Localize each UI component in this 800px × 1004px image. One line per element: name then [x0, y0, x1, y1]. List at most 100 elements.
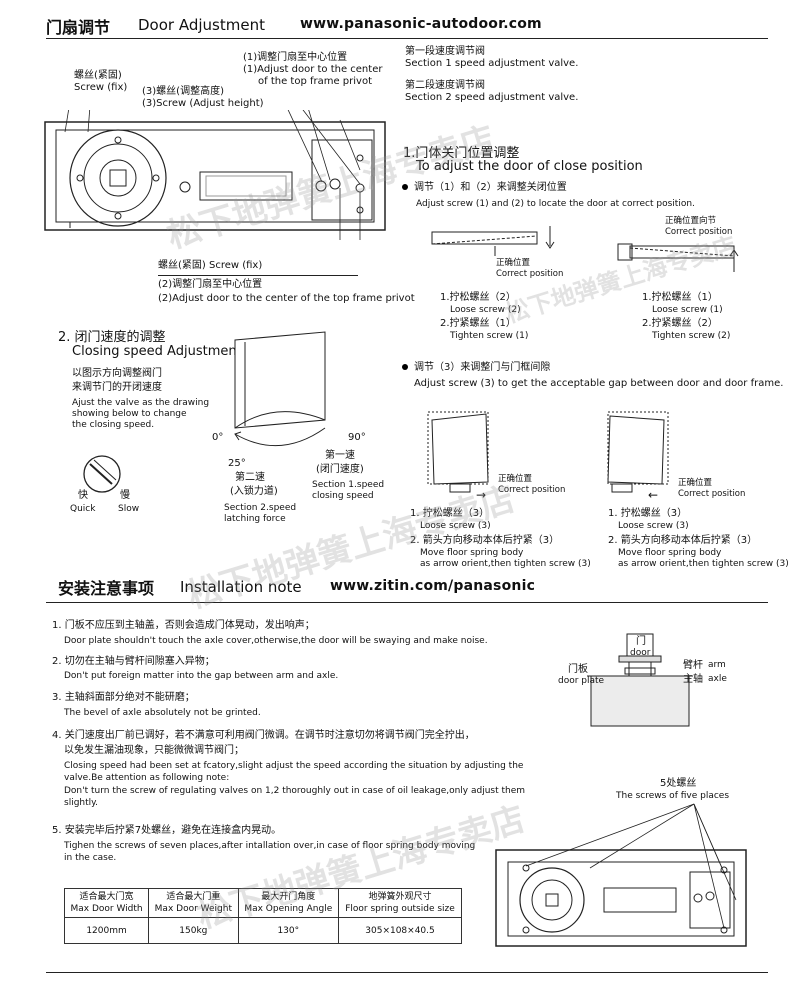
- gap-left-step2-en2: as arrow orient,then tighten screw (3): [420, 559, 591, 569]
- title-cn: 门扇调节: [46, 18, 111, 37]
- screws-five-cn: 5处螺丝: [660, 778, 697, 789]
- gap-right-diagram: [607, 411, 669, 493]
- angle-0-label: 0°: [212, 432, 224, 443]
- left-step1-cn: 1.拧松螺丝（2）: [440, 292, 516, 303]
- valve-dial-icon: [83, 455, 121, 493]
- axle-door-en: door: [630, 648, 651, 658]
- gap-correct-right-en: Correct position: [678, 489, 746, 499]
- gap-bullet-cn: 调节（3）来调整门与门框间隙: [402, 362, 550, 374]
- spec-max-angle: 130°: [237, 917, 340, 944]
- section1-speed-cn1: 第一速: [325, 450, 355, 461]
- specs-header-angle-en: Max Opening Angle: [244, 904, 333, 914]
- right-step2-en: Tighten screw (2): [652, 331, 731, 341]
- specs-header-weight-cn: 适合最大门重: [166, 892, 221, 902]
- note2-en: Don't put foreign matter into the gap be…: [64, 671, 339, 681]
- note1-en: Door plate shouldn't touch the axle cove…: [64, 636, 488, 646]
- specs-header-width-cn: 适合最大门宽: [79, 892, 134, 902]
- left-step2-cn: 2.拧紧螺丝（1）: [440, 318, 516, 329]
- arrow-left-icon: ←: [648, 488, 659, 502]
- adjust1-label-cn: (1)调整门扇至中心位置: [243, 52, 348, 63]
- section2-speed-en2: latching force: [224, 514, 286, 524]
- correct-position-left-en: Correct position: [496, 269, 564, 279]
- left-step2-en: Tighten screw (1): [450, 331, 529, 341]
- axle-axle-cn: 主轴: [683, 674, 703, 685]
- arrow-right-icon: →: [476, 488, 487, 502]
- correct-direction-cn: 正确位置向节: [665, 216, 717, 226]
- gap-left-diagram: [427, 411, 489, 493]
- screws-five-en: The screws of five places: [616, 791, 730, 801]
- left-step1-en: Loose screw (2): [450, 305, 521, 315]
- spec-max-width: 1200mm: [63, 917, 150, 944]
- note5-en2: in the case.: [64, 853, 117, 863]
- gap-right-step2-en2: as arrow orient,then tighten screw (3): [618, 559, 789, 569]
- install-rule: [46, 602, 768, 603]
- correct-position-left-cn: 正确位置: [496, 258, 531, 268]
- axle-cross-section-diagram: [587, 633, 693, 727]
- specs-header-angle: 最大开门角度 Max Opening Angle: [237, 888, 340, 918]
- specs-header-weight: 适合最大门重 Max Door Weight: [148, 888, 239, 918]
- axle-plate-cn: 门板: [568, 664, 588, 675]
- header: 门扇调节 Door Adjustment www.panasonic-autod…: [10, 10, 790, 37]
- screw3-label-cn: (3)螺丝(调整高度): [142, 86, 224, 97]
- screw-fix-bottom-label: 螺丝(紧固) Screw (fix): [158, 260, 263, 271]
- close-position-bullet-cn: 调节（1）和（2）来调整关闭位置: [402, 182, 567, 194]
- angle-90-label: 90°: [348, 432, 366, 443]
- section2-valve-label-cn: 第二段速度调节阀: [405, 80, 485, 91]
- note1-cn: 1. 门板不应压到主轴盖，否则会造成门体晃动，发出响声；: [52, 620, 315, 631]
- leader-line: [158, 275, 358, 276]
- gap-left-step1-cn: 1. 拧松螺丝（3）: [410, 508, 490, 519]
- specs-value-row: 1200mm 150kg 130° 305×108×40.5: [63, 917, 462, 944]
- section1-speed-cn2: (闭门速度): [316, 464, 364, 475]
- fast-label-en: Quick: [70, 504, 96, 514]
- note4-en4: slightly.: [64, 798, 99, 808]
- axle-arm-cn: 臂杆: [683, 660, 703, 671]
- screw-fix-label-cn: 螺丝(紧固): [74, 70, 122, 81]
- correct-direction-en: Correct position: [665, 227, 733, 237]
- floor-spring-bottom-diagram: [495, 803, 747, 947]
- angle-25-label: 25°: [228, 458, 246, 469]
- spec-max-weight: 150kg: [148, 917, 239, 944]
- gap-left-step2-cn: 2. 箭头方向移动本体后拧紧（3）: [410, 535, 560, 546]
- closing-desc-en1: Ajust the valve as the drawing: [72, 398, 210, 408]
- screw-fix-label-en: Screw (fix): [74, 82, 128, 93]
- section2-speed-cn2: (入锁力道): [230, 486, 278, 497]
- gap-correct-left-en: Correct position: [498, 485, 566, 495]
- note2-cn: 2. 切勿在主轴与臂杆间隙塞入异物；: [52, 656, 215, 667]
- note5-en: Tighen the screws of seven places,after …: [64, 841, 476, 851]
- note3-en: The bevel of axle absolutely not be grin…: [64, 708, 261, 718]
- adjust1-label-en2: of the top frame privot: [258, 76, 372, 87]
- footer-rule: [46, 972, 768, 973]
- specs-header-weight-en: Max Door Weight: [154, 904, 232, 914]
- closing-desc-cn1: 以图示方向调整阀门: [72, 368, 162, 379]
- install-title-en: Installation note: [180, 578, 302, 596]
- gap-bullet-en: Adjust screw (3) to get the acceptable g…: [414, 378, 784, 389]
- floor-spring-top-diagram: [44, 110, 386, 240]
- slow-label-cn: 慢: [120, 490, 130, 501]
- axle-axle-en: axle: [708, 674, 727, 684]
- closing-speed-heading-en: Closing speed Adjustment: [72, 344, 242, 359]
- closing-desc-cn2: 来调节门的开闭速度: [72, 382, 162, 393]
- adjust2-label-en: (2)Adjust door to the center of the top …: [158, 293, 415, 304]
- section2-speed-cn1: 第二速: [235, 472, 265, 483]
- gap-right-step1-en: Loose screw (3): [618, 521, 689, 531]
- specs-header-size-en: Floor spring outside size: [345, 904, 455, 914]
- screw3-label-en: (3)Screw (Adjust height): [142, 98, 264, 109]
- spec-size: 305×108×40.5: [338, 917, 462, 944]
- gap-right-step2-en1: Move floor spring body: [618, 548, 722, 558]
- right-step2-cn: 2.拧紧螺丝（2）: [642, 318, 718, 329]
- closing-desc-en3: the closing speed.: [72, 420, 155, 430]
- note4-cn: 4. 关门速度出厂前已调好，若不满意可利用阀门微调。在调节时注意切勿将调节阀门完…: [52, 730, 475, 741]
- gap-left-step2-en1: Move floor spring body: [420, 548, 524, 558]
- gap-correct-right-cn: 正确位置: [678, 478, 713, 488]
- door-position-left-diagram: [431, 226, 555, 256]
- axle-arm-en: arm: [708, 660, 726, 670]
- note5-cn: 5. 安装完毕后拧紧7处螺丝，避免在连接盒内晃动。: [52, 825, 282, 836]
- specs-header-angle-cn: 最大开门角度: [261, 892, 316, 902]
- specs-header-size-cn: 地弹簧外观尺寸: [368, 892, 432, 902]
- adjust1-label-en1: (1)Adjust door to the center: [243, 64, 383, 75]
- note4-cn2: 以免发生漏油现象，只能微微调节阀门；: [64, 745, 244, 756]
- door-angle-diagram: [234, 331, 326, 447]
